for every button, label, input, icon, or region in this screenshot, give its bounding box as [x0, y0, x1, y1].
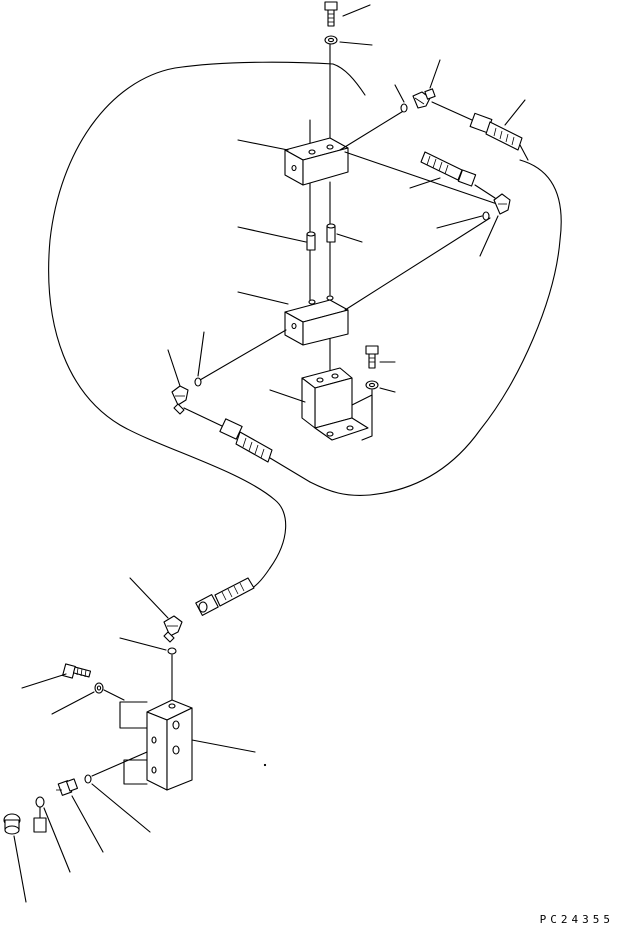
leader-elbow-right-middle: [479, 215, 499, 257]
hose-loop-right: [309, 159, 562, 496]
leader-elbow-upper-right: [429, 59, 441, 89]
leader-mounting-bracket: [269, 389, 306, 403]
drawing-code: PC24355: [539, 913, 614, 926]
leader-plug-tag: [43, 807, 71, 873]
leader-elbow-lower: [129, 577, 169, 619]
plug-tag: [33, 796, 47, 833]
leader-bolt-top: [342, 4, 371, 17]
leader-block-lower: [237, 291, 289, 305]
leader-elbow-lower-left: [167, 349, 181, 387]
leader-o-ring-right-middle: [436, 215, 483, 229]
hose-end-upper-right: [469, 112, 523, 151]
o-ring-lower: [167, 647, 177, 655]
elbow-fitting-upper-right: [412, 88, 436, 109]
block-upper: [284, 137, 349, 186]
hose-end-middle: [420, 151, 477, 187]
leader-hose-end-middle: [409, 177, 441, 189]
elbow-fitting-lower: [163, 615, 183, 643]
o-ring-lower-left: [194, 377, 202, 387]
leader-o-ring-manifold: [91, 783, 151, 833]
leader-o-ring-lower-left: [197, 331, 205, 377]
elbow-fitting-right-middle: [493, 193, 511, 215]
leader-manifold-block: [191, 739, 256, 753]
bolt-bracket: [365, 345, 379, 369]
o-ring-manifold: [84, 774, 92, 784]
o-ring-upper-right: [400, 103, 408, 113]
cap: [3, 813, 21, 835]
leader-washer-top: [339, 41, 373, 46]
leader-dowel-pin-right: [336, 233, 363, 243]
bolt-top: [324, 1, 338, 27]
leader-hose-end-upper-right: [504, 99, 526, 126]
dowel-pin-left: [306, 231, 316, 251]
dowel-pin-right: [326, 223, 336, 243]
hose-end-lower: [195, 577, 255, 616]
leader-dowel-pin-left: [237, 226, 307, 243]
hose-end-lower-left: [219, 418, 273, 463]
manifold-block: [119, 699, 193, 791]
leader-washer-bracket: [379, 387, 396, 393]
leader-fitting-lower-left: [71, 795, 104, 853]
mounting-bracket: [301, 367, 373, 441]
leader-washer-manifold: [51, 691, 95, 715]
fitting-lower-left: [56, 778, 79, 796]
leader-bolt-manifold: [21, 673, 67, 689]
block-lower: [284, 295, 349, 346]
leader-block-upper: [237, 139, 289, 151]
leader-cap: [13, 835, 27, 903]
elbow-fitting-lower-left: [171, 385, 189, 415]
hose-loop: [48, 61, 334, 569]
leader-o-ring-upper-right: [394, 84, 405, 103]
bolt-manifold: [62, 663, 92, 679]
hose-loop-top: [332, 63, 366, 96]
leader-o-ring-lower: [119, 637, 167, 651]
